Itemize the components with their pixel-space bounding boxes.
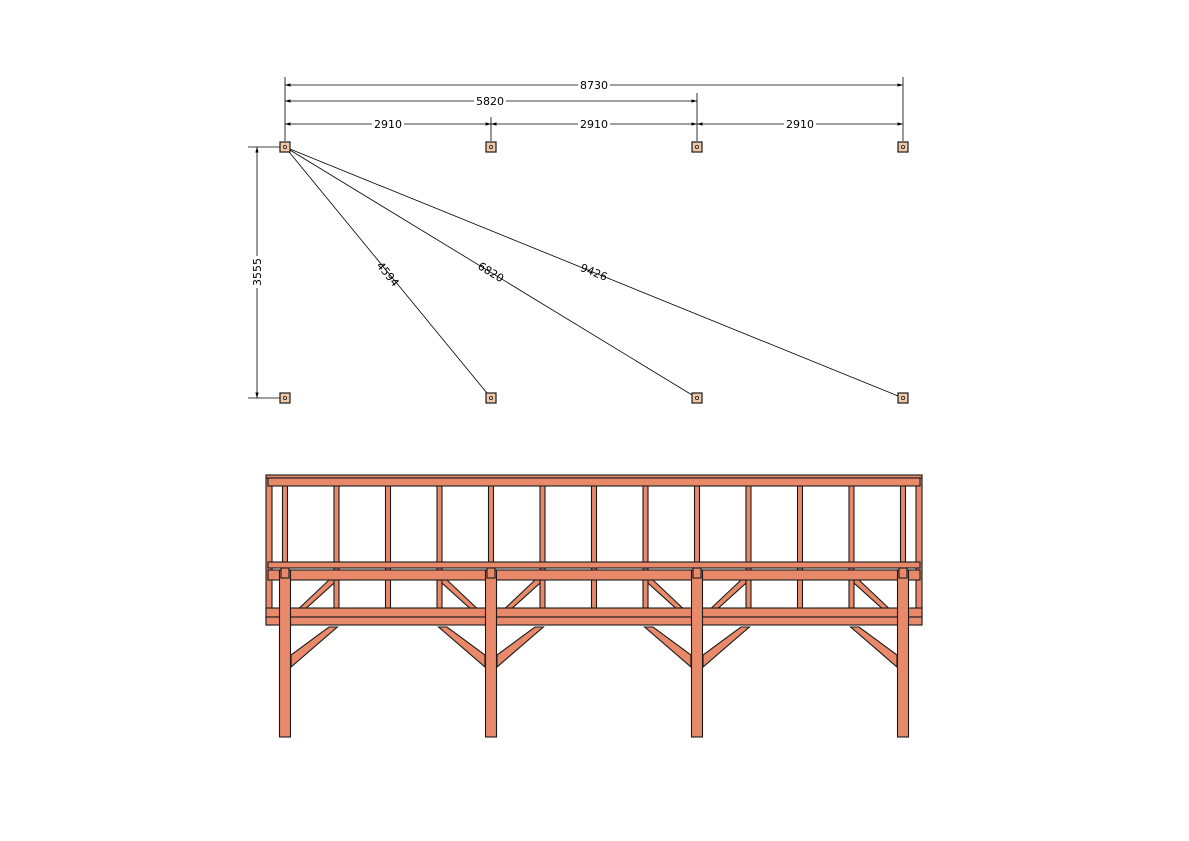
end-post — [915, 474, 923, 626]
post-footprint — [691, 141, 703, 153]
end-post — [265, 474, 273, 626]
baluster — [796, 476, 804, 616]
dim-bay-2: 2910 — [580, 118, 608, 131]
post-joint — [898, 567, 908, 579]
deck-beam — [267, 569, 921, 581]
baluster — [539, 476, 546, 616]
brace — [643, 626, 692, 669]
dim-bay-3: 2910 — [786, 118, 814, 131]
dim-two-bays: 5820 — [476, 95, 504, 108]
post-anchor-icon — [695, 395, 700, 400]
dim-diagonal-2: 6820 — [475, 260, 506, 286]
diagonal-dimension-line — [284, 146, 904, 399]
post-joint — [486, 567, 496, 579]
brace — [849, 626, 898, 669]
plan-view — [248, 77, 909, 404]
dim-bay-1: 2910 — [374, 118, 402, 131]
post-anchor-icon — [488, 395, 493, 400]
post-footprint — [897, 392, 909, 404]
post — [896, 569, 910, 738]
post-joint — [692, 567, 702, 579]
post — [690, 569, 704, 738]
lower-rail — [265, 607, 923, 618]
post-joint — [280, 567, 290, 579]
baluster — [436, 476, 443, 616]
brace — [702, 626, 751, 669]
baluster — [590, 476, 598, 616]
baluster — [642, 476, 649, 616]
lower-beam — [265, 616, 923, 626]
brace — [496, 626, 545, 669]
baluster — [333, 476, 340, 616]
post-footprint — [485, 141, 497, 153]
top-rail — [267, 477, 921, 487]
brace — [290, 626, 339, 669]
post-anchor-icon — [488, 144, 493, 149]
post — [278, 569, 292, 738]
brace — [437, 626, 486, 669]
post-anchor-icon — [695, 144, 700, 149]
post-anchor-icon — [282, 395, 287, 400]
dim-depth: 3555 — [251, 258, 264, 286]
post-footprint — [485, 392, 497, 404]
dim-diagonal-3: 9426 — [578, 261, 609, 284]
elevation-view — [265, 474, 923, 738]
mid-rail — [267, 561, 921, 569]
dim-diagonal-1: 4594 — [374, 259, 402, 289]
post — [484, 569, 498, 738]
post-footprint — [279, 141, 291, 153]
diagonal-dimension-line — [284, 146, 698, 399]
baluster — [745, 476, 752, 616]
post-footprint — [691, 392, 703, 404]
dimension-labels: 8730 5820 2910 2910 2910 3555 4594 6820 … — [250, 78, 816, 289]
dim-total-length: 8730 — [580, 79, 608, 92]
baluster — [384, 476, 392, 616]
post-anchor-icon — [901, 144, 906, 149]
baluster — [848, 476, 855, 616]
post-footprint — [279, 392, 291, 404]
post-footprint — [897, 141, 909, 153]
post-anchor-icon — [901, 395, 906, 400]
diagonal-dimension-line — [284, 146, 492, 399]
post-anchor-icon — [282, 144, 287, 149]
